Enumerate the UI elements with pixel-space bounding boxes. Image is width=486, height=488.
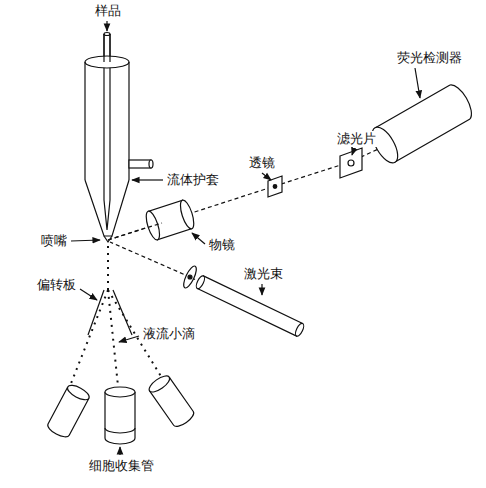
- part-label: 液流小滴: [142, 326, 196, 342]
- collection-tube: [147, 373, 196, 429]
- part-label: 透镜: [248, 155, 276, 171]
- leader-lines: [71, 21, 420, 455]
- part-label: 偏转板: [36, 277, 77, 293]
- part-label: 细胞收集管: [88, 458, 155, 474]
- filter: [340, 148, 362, 178]
- part-label: 滤光片: [336, 131, 377, 147]
- part-label: 样品: [94, 3, 122, 19]
- part-label: 荧光检测器: [396, 50, 463, 66]
- collection-tube: [105, 387, 135, 444]
- part-label: 流体护套: [166, 172, 220, 188]
- laser-beam: [110, 242, 305, 337]
- part-label: 激光束: [243, 266, 284, 282]
- part-label: 物镜: [208, 237, 236, 253]
- objective-lens: [143, 199, 196, 242]
- part-label: 喷嘴: [40, 233, 68, 249]
- collection-tube: [46, 383, 92, 440]
- droplet-streams: [70, 246, 162, 386]
- flow-chamber: [85, 34, 153, 236]
